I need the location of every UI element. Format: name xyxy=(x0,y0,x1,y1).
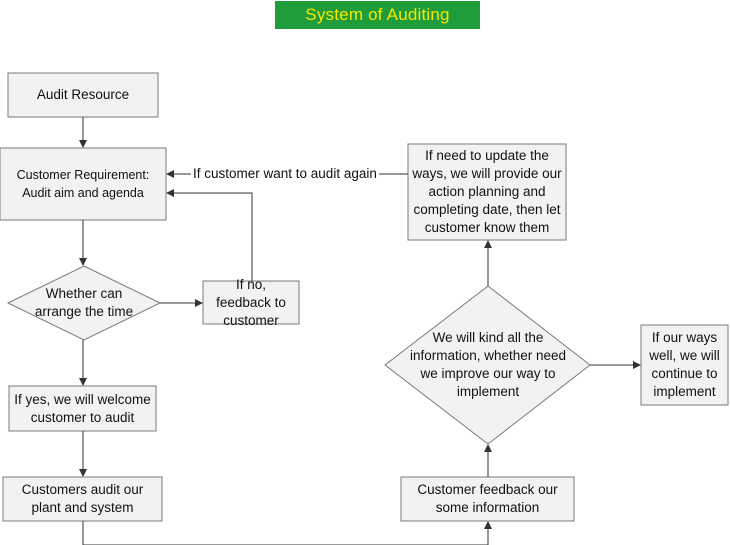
audit-resource-label: Audit Resource xyxy=(36,87,130,102)
customer-feedback-box xyxy=(400,476,575,522)
arrange-time-label: Whether can arrange the time xyxy=(34,286,134,319)
customer-feedback-label: Customer feedback our some information xyxy=(417,482,558,515)
ways-well-box xyxy=(640,324,729,406)
customers-audit-box xyxy=(2,476,163,522)
customer-requirement-box xyxy=(0,147,167,221)
diagram-title: System of Auditing xyxy=(275,1,480,29)
audit-again-edge-label: If customer want to audit again xyxy=(191,165,379,183)
customers-audit-label: Customers audit our plant and system xyxy=(21,482,144,515)
connector-audit-to-feedback xyxy=(82,521,492,545)
customer-requirement-label: Customer Requirement: Audit aim and agen… xyxy=(16,168,150,200)
arrange-time-diamond xyxy=(6,265,162,341)
no-feedback-box xyxy=(202,280,300,325)
ways-well-label: If our ways well, we will continue to im… xyxy=(649,330,720,399)
update-ways-label: If need to update the ways, we will prov… xyxy=(412,148,562,235)
yes-welcome-box xyxy=(8,385,157,432)
audit-resource-box xyxy=(7,72,159,118)
no-feedback-label: If no, feedback to customer xyxy=(216,276,286,328)
kind-information-label: We will kind all the information, whethe… xyxy=(409,330,567,399)
connector-no-feedback-loopback xyxy=(166,189,253,281)
yes-welcome-label: If yes, we will welcome customer to audi… xyxy=(14,391,151,425)
update-ways-box xyxy=(407,143,567,241)
